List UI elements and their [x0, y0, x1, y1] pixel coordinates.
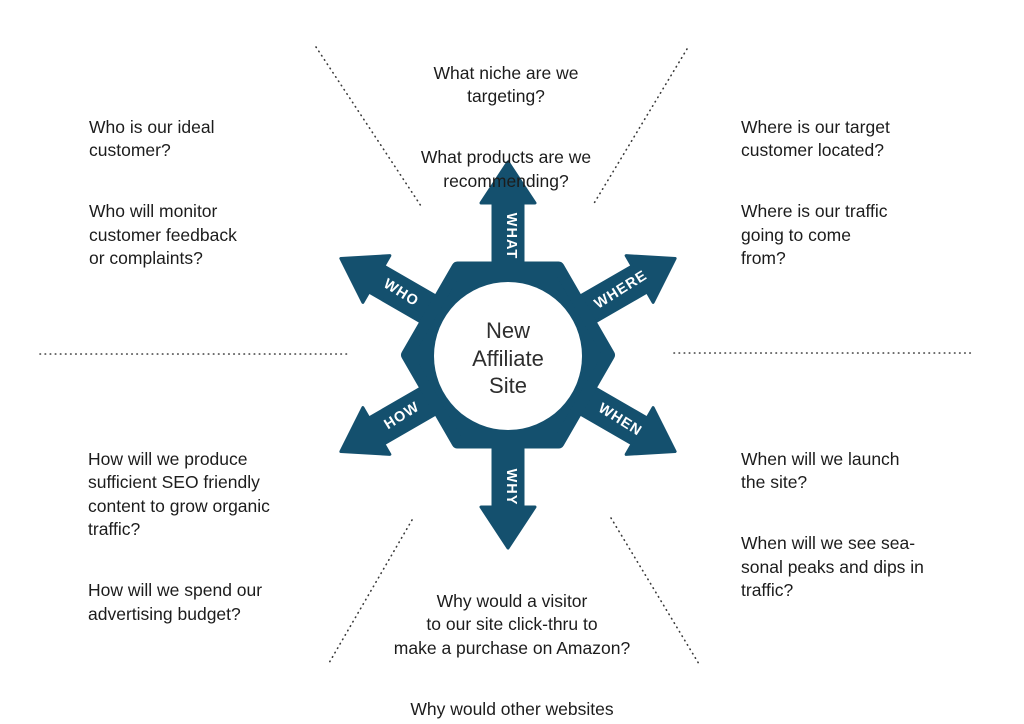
question-paragraph: Who is our ideal customer?: [89, 116, 215, 161]
question-paragraph: What niche are we targeting?: [433, 62, 579, 107]
question-paragraph: Where is our target customer located?: [741, 116, 890, 161]
questions-when: When will we launch the site? When will …: [741, 424, 966, 626]
question-paragraph: Where is our traffic going to come from?: [741, 201, 888, 268]
questions-why: Why would a visitor to our site click-th…: [362, 566, 662, 724]
question-paragraph: When will we launch the site?: [741, 448, 900, 493]
arrow-label-why: WHY: [503, 469, 519, 506]
question-paragraph: Why would a visitor to our site click-th…: [393, 590, 631, 658]
questions-where: Where is our target customer located? Wh…: [741, 92, 951, 294]
question-paragraph: How will we produce sufficient SEO frien…: [88, 448, 270, 540]
questions-how: How will we produce sufficient SEO frien…: [88, 424, 323, 650]
questions-what: What niche are we targeting? What produc…: [356, 38, 656, 217]
question-paragraph: What products are we recommending?: [420, 147, 592, 191]
center-circle: [434, 282, 582, 430]
arrow-label-what: WHAT: [503, 213, 519, 259]
divider-bottom-left-line: [328, 519, 413, 664]
question-paragraph: Who will monitor customer feedback or co…: [89, 201, 237, 268]
center-title: New Affiliate Site: [472, 318, 544, 398]
question-paragraph: How will we spend our advertising budget…: [88, 580, 263, 624]
divider-top-right-line: [592, 48, 688, 206]
sector-dividers: [39, 46, 975, 665]
divider-top-left-line: [315, 46, 422, 207]
questions-who: Who is our ideal customer? Who will moni…: [89, 92, 299, 294]
question-paragraph: When will we see sea- sonal peaks and di…: [741, 533, 924, 600]
divider-bottom-right-line: [610, 517, 700, 665]
